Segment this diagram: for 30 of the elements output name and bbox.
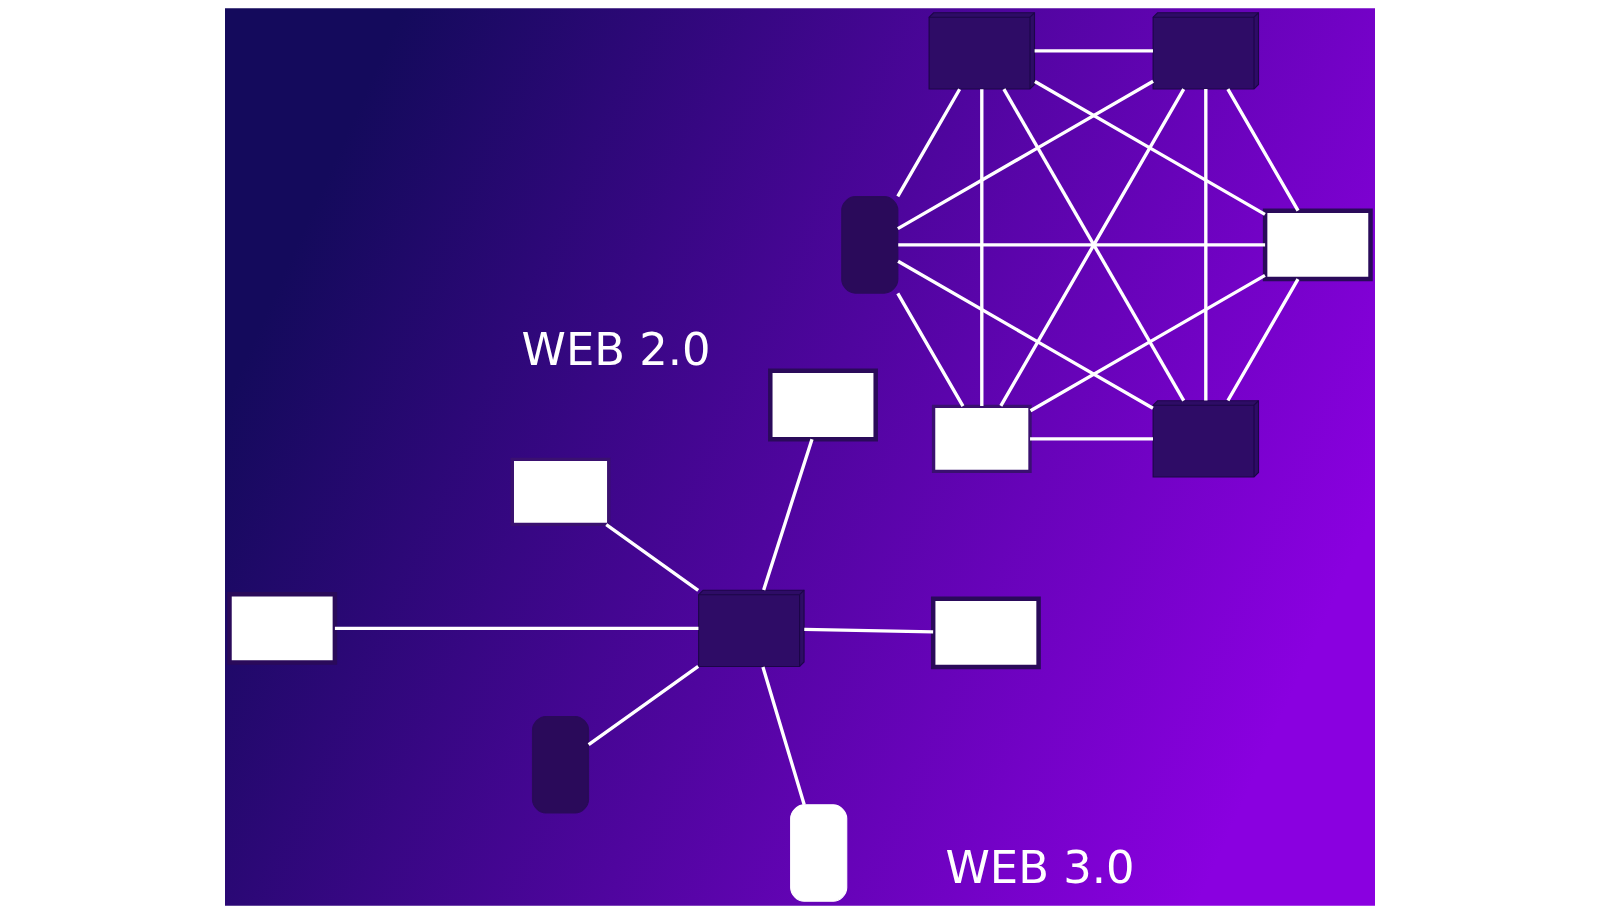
connector [605,523,700,592]
connector [804,627,934,634]
connector [1034,49,1153,53]
connector [1034,80,1266,216]
connector [897,259,1154,410]
connector [1226,278,1300,402]
connector [897,79,1154,231]
connector [1029,273,1266,413]
node-phone [841,196,899,294]
node-laptop [510,457,611,527]
label: WEB 2.0 [521,322,711,376]
node-phone [790,804,848,902]
connector [980,89,984,406]
label: WEB 3.0 [945,840,1135,894]
connector [898,243,1266,247]
connector [761,666,806,806]
node-monitor [1262,208,1373,282]
connector [1204,89,1208,401]
connector [334,626,699,631]
connector [1226,88,1300,212]
connector [762,438,814,591]
connector [896,292,965,408]
node-laptop [931,404,1032,474]
connector [896,88,962,198]
node-monitor [930,596,1041,670]
connector [1030,437,1153,441]
connector [587,665,700,747]
node-monitor [227,591,338,665]
node-phone [531,716,590,814]
node-monitor [768,368,878,442]
